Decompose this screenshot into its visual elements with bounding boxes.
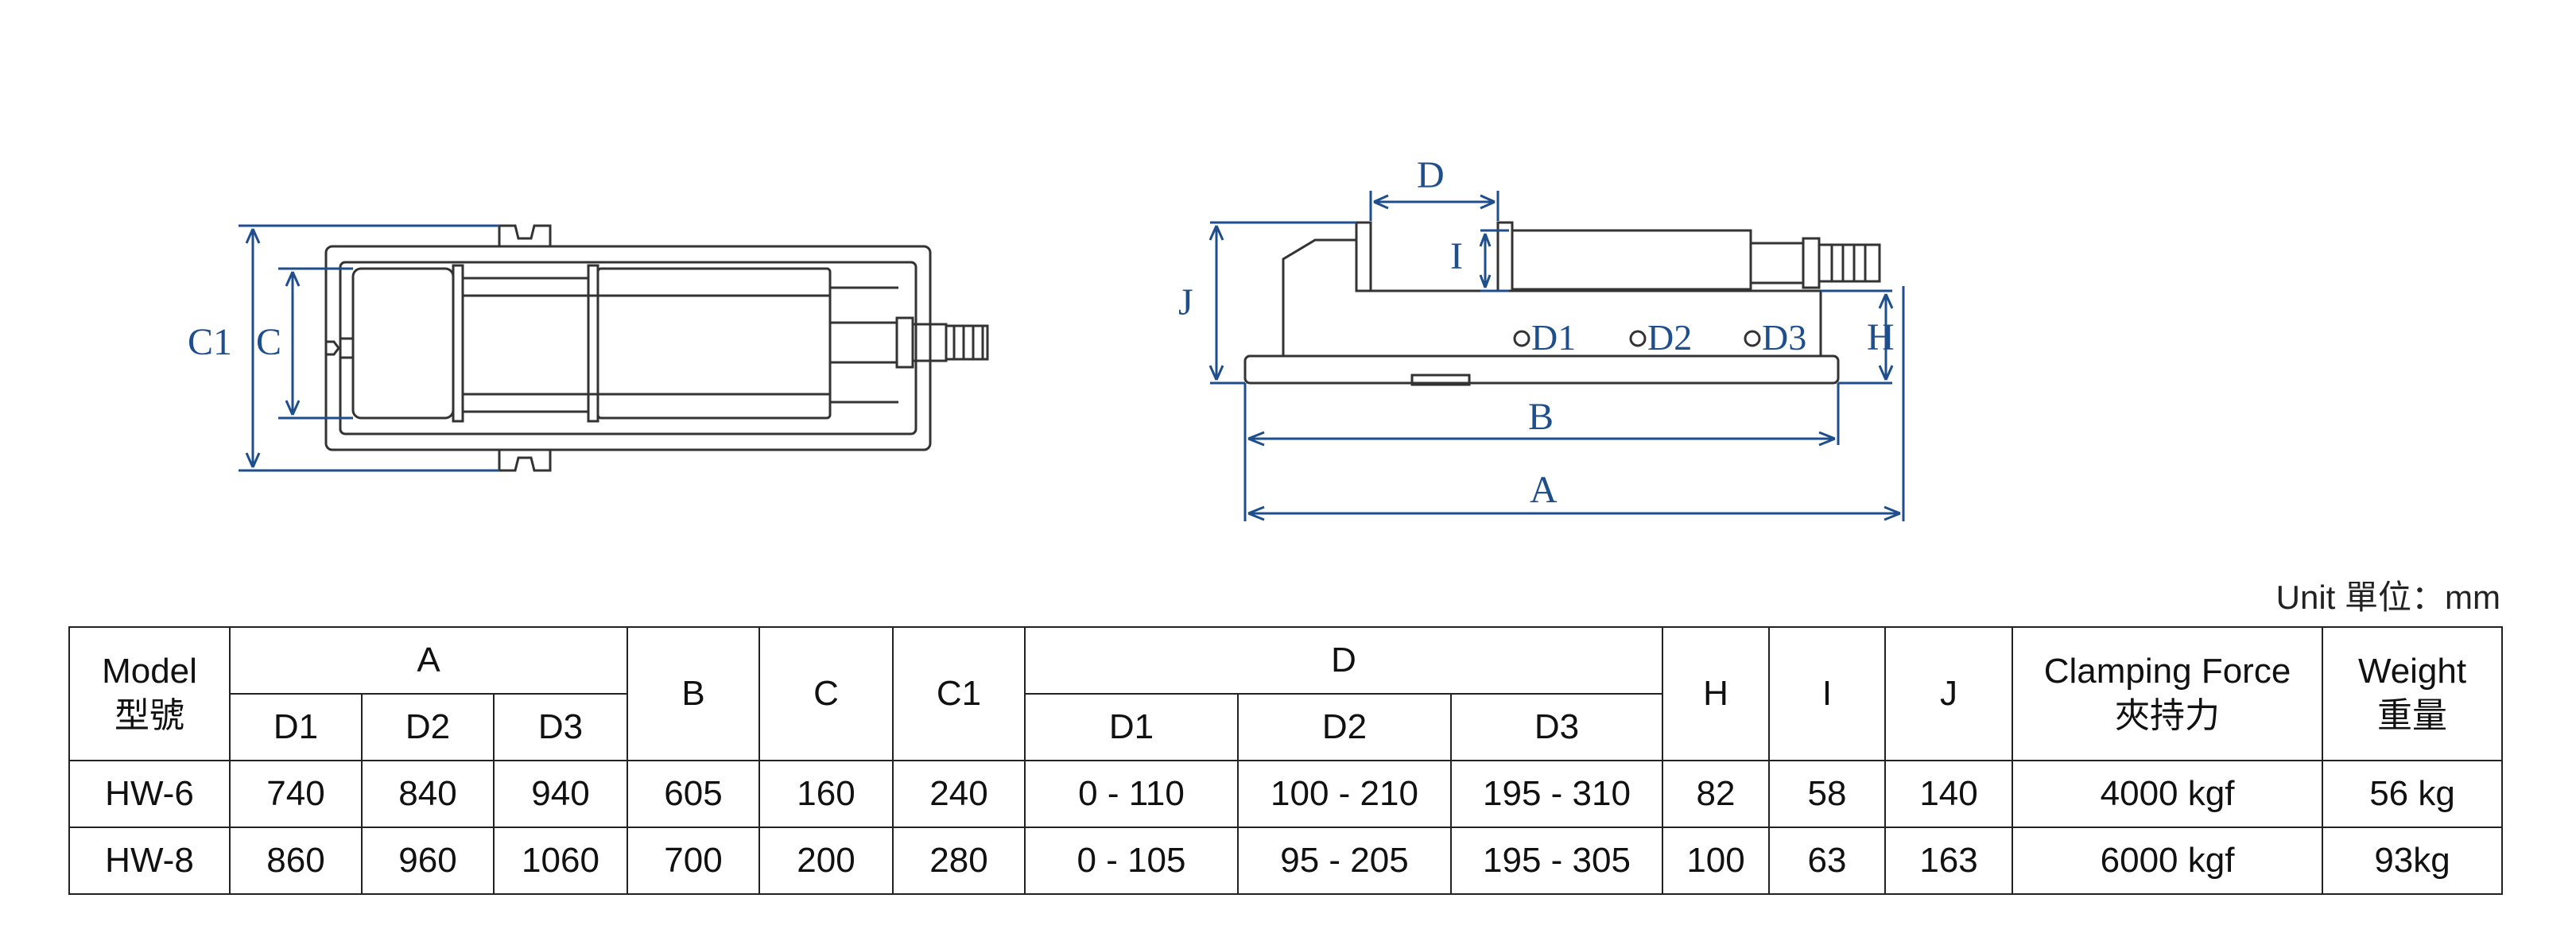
label-d3: D3 (1762, 317, 1806, 358)
cell-a3: 1060 (493, 827, 628, 895)
header-d-d1: D1 (1024, 693, 1239, 761)
cell-c1: 280 (892, 827, 1026, 895)
vise-technical-drawing: C1 C (188, 154, 1905, 521)
cell-b: 700 (627, 827, 760, 895)
cell-b: 605 (627, 760, 760, 828)
table-row: HW-6 740 840 940 605 160 240 0 - 110 100… (68, 760, 2504, 828)
cell-h: 100 (1662, 827, 1771, 895)
header-a-d1: D1 (229, 693, 363, 761)
table-row: HW-8 860 960 1060 700 200 280 0 - 105 95… (68, 827, 2504, 895)
header-i: I (1768, 626, 1887, 761)
cell-d3: 195 - 305 (1449, 827, 1664, 895)
left-dimension-lines (239, 224, 499, 472)
cell-clamping-force: 6000 kgf (2012, 827, 2324, 895)
cell-d1: 0 - 105 (1024, 827, 1239, 895)
cell-a1: 740 (229, 760, 363, 828)
cell-a2: 840 (361, 760, 495, 828)
right-dimension-lines (1208, 191, 1905, 521)
cell-i: 63 (1768, 827, 1887, 895)
header-h: H (1662, 626, 1771, 761)
cell-d2: 100 - 210 (1237, 760, 1452, 828)
cell-model: HW-8 (68, 827, 231, 895)
cell-weight: 93kg (2322, 827, 2504, 895)
cell-j: 163 (1884, 827, 2014, 895)
header-c1: C1 (892, 626, 1026, 761)
vise-top-view (324, 224, 989, 472)
label-d2: D2 (1647, 317, 1692, 358)
cell-a3: 940 (493, 760, 628, 828)
header-b: B (627, 626, 760, 761)
header-d-d3: D3 (1449, 693, 1664, 761)
cell-weight: 56 kg (2322, 760, 2504, 828)
header-a: A (229, 626, 628, 695)
cell-a1: 860 (229, 827, 363, 895)
header-a-d2: D2 (361, 693, 495, 761)
cell-c1: 240 (892, 760, 1026, 828)
cell-c: 200 (758, 827, 894, 895)
cell-d3: 195 - 310 (1449, 760, 1664, 828)
unit-label: Unit 單位：mm (2275, 579, 2500, 616)
cell-d1: 0 - 110 (1024, 760, 1239, 828)
vise-side-view (1243, 221, 1881, 386)
cell-c: 160 (758, 760, 894, 828)
label-j: J (1178, 281, 1193, 323)
header-c: C (758, 626, 894, 761)
label-h: H (1867, 316, 1895, 358)
label-c: C (256, 321, 281, 363)
header-d-d2: D2 (1237, 693, 1452, 761)
cell-h: 82 (1662, 760, 1771, 828)
header-j: J (1884, 626, 2014, 761)
header-row-2: D1 D2 D3 D1 D2 D3 (69, 693, 2502, 761)
cell-d2: 95 - 205 (1237, 827, 1452, 895)
header-a-d3: D3 (493, 693, 628, 761)
cell-clamping-force: 4000 kgf (2012, 760, 2324, 828)
cell-model: HW-6 (68, 760, 231, 828)
label-a: A (1530, 469, 1558, 511)
cell-i: 58 (1768, 760, 1887, 828)
label-i: I (1450, 235, 1463, 277)
cell-a2: 960 (361, 827, 495, 895)
header-d: D (1023, 626, 1664, 695)
label-d: D (1417, 154, 1445, 196)
label-d1: D1 (1531, 317, 1576, 358)
label-b: B (1528, 396, 1554, 438)
label-c1: C1 (188, 321, 232, 363)
cell-j: 140 (1884, 760, 2014, 828)
